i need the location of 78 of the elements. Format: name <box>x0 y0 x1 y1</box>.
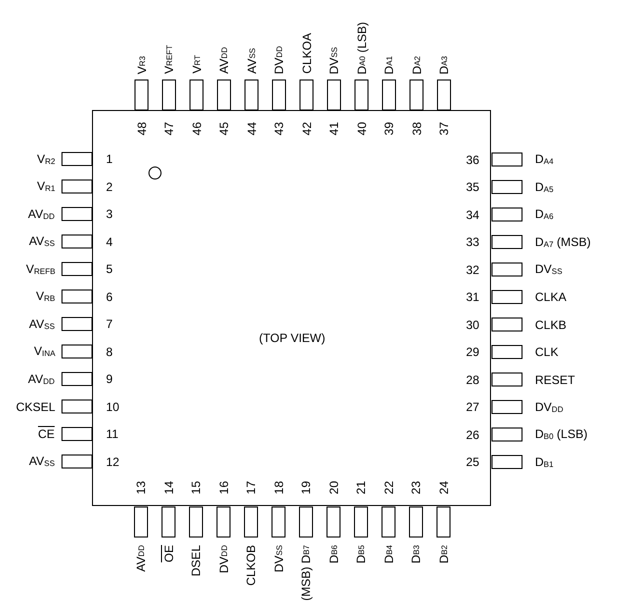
pin-number: 9 <box>106 373 113 385</box>
pin-name: AV$_{DD}$ <box>28 208 55 220</box>
pin-name: CKSEL <box>16 400 56 412</box>
pin-name: D$_{A4}$ <box>535 153 554 166</box>
pin-name: DV$_{SS}$ <box>535 263 562 276</box>
pin-number: 2 <box>106 180 113 192</box>
pin-name: CLKOB <box>245 545 257 586</box>
pin-number: 41 <box>328 122 340 135</box>
pin-number: 33 <box>466 236 480 248</box>
pin-number: 37 <box>438 122 450 135</box>
pin-name: CE <box>38 428 55 440</box>
pin-number: 27 <box>466 401 480 413</box>
pin-number: 45 <box>218 122 230 135</box>
pin-name: V$_{RB}$ <box>36 290 56 303</box>
pin-name: AV$_{SS}$ <box>29 235 55 248</box>
pin-name: RESET <box>535 374 576 386</box>
pin-name: D$_{B1}$ <box>535 456 554 468</box>
pin-number: 4 <box>106 236 113 248</box>
pin-number: 13 <box>135 480 147 494</box>
pin-number: 34 <box>466 208 480 220</box>
pin-number: 38 <box>410 122 422 135</box>
pin-number: 43 <box>273 122 285 135</box>
pin-name: DSEL <box>190 545 202 576</box>
pin-name: OE <box>162 545 174 562</box>
pin-number: 32 <box>466 264 480 276</box>
pin-number: 46 <box>190 122 202 135</box>
pin-number: 23 <box>410 480 422 494</box>
pin-number: 16 <box>218 480 230 494</box>
pin-name: AV$_{SS}$ <box>29 318 55 330</box>
pin-number: 1 <box>106 153 113 165</box>
view-label: (TOP VIEW) <box>259 332 326 344</box>
pin-number: 28 <box>466 374 480 386</box>
pin-name: D$_{A6}$ <box>535 208 554 221</box>
pin-number: 26 <box>466 428 480 440</box>
pin-number: 36 <box>466 154 480 166</box>
pin-number: 22 <box>382 480 394 494</box>
pin-number: 7 <box>106 318 113 330</box>
pin-name: AV$_{SS}$ <box>29 455 55 468</box>
pin-number: 42 <box>300 122 312 135</box>
pin-number: 40 <box>356 122 368 135</box>
pin-number: 48 <box>136 122 148 135</box>
pin-number: 30 <box>466 318 480 330</box>
pin-number: 19 <box>300 480 312 494</box>
pin-name: V$_{REFB}$ <box>26 262 56 276</box>
pin-number: 21 <box>355 480 367 494</box>
pin-number: 11 <box>106 428 118 440</box>
pin-name: V$_{INA}$ <box>34 345 56 358</box>
pin-name: AV$_{DD}$ <box>28 372 55 386</box>
pin-name: V$_{R1}$ <box>37 180 56 193</box>
pin-number: 24 <box>438 480 450 494</box>
pin-number: 6 <box>106 290 113 302</box>
pin-number: 5 <box>106 263 113 275</box>
pin-name: CLKA <box>535 291 566 303</box>
pin-number: 18 <box>272 480 284 494</box>
pin-number: 8 <box>106 346 113 358</box>
pin-number: 20 <box>328 480 340 494</box>
pin-number: 17 <box>245 480 257 494</box>
pin-number: 14 <box>162 480 174 494</box>
pin-name: CLKB <box>535 318 566 330</box>
pin-name: D$_{A7}$ (MSB) <box>535 236 591 248</box>
pin-number: 12 <box>106 456 120 468</box>
pin-number: 10 <box>106 400 120 412</box>
pin-name: V$_{R2}$ <box>37 152 56 166</box>
pin-name: CLKOA <box>300 33 312 74</box>
pin-name: D$_{B0}$ (LSB) <box>535 428 588 441</box>
pin-number: 31 <box>466 291 480 303</box>
pin-number: 3 <box>106 208 113 220</box>
pin-number: 35 <box>466 181 480 193</box>
pin-number: 25 <box>466 456 480 468</box>
pin-name: DV$_{DD}$ <box>535 400 564 414</box>
pin-name: CLK <box>535 346 558 358</box>
pin-number: 29 <box>466 346 480 358</box>
pin-number: 47 <box>163 122 175 135</box>
pin-number: 39 <box>383 122 395 135</box>
pin-name: D$_{A5}$ <box>535 180 554 194</box>
pin-number: 44 <box>246 122 258 135</box>
chip-package <box>92 110 491 506</box>
pin-number: 15 <box>190 480 202 494</box>
